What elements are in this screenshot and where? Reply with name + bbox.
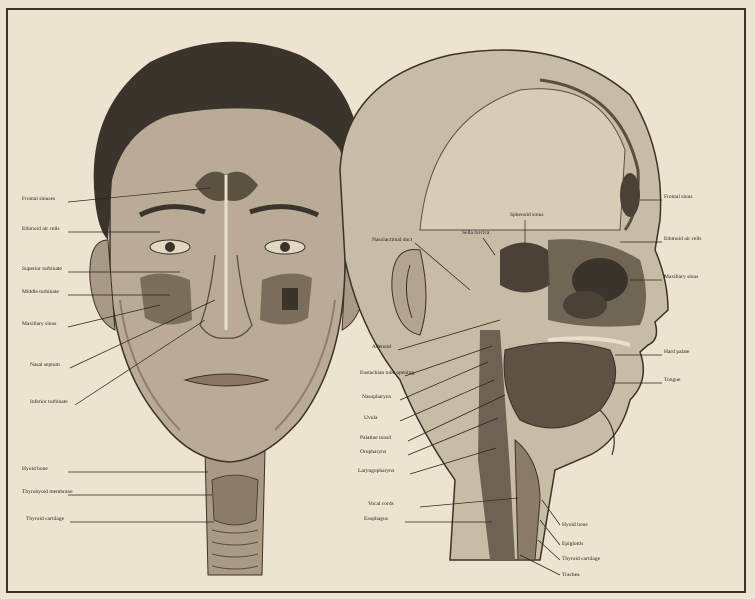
sagittal-head <box>340 50 668 560</box>
label-maxillary-sinus-side: Maxillary sinus <box>664 274 698 280</box>
label-thyroid-cartilage-side: Thyroid cartilage <box>562 556 600 562</box>
label-oropharynx: Oropharynx <box>360 449 387 455</box>
label-thyrohyoid-membrane: Thyrohyoid membrane <box>22 489 73 495</box>
label-hard-palate: Hard palate <box>664 349 690 355</box>
label-ethmoid-air-cells-side: Ethmoid air cells <box>664 236 702 242</box>
label-nasopharynx: Nasopharynx <box>362 394 391 400</box>
label-hyoid-bone-side: Hyoid bone <box>562 522 588 528</box>
label-frontal-sinuses: Frontal sinuses <box>22 196 55 202</box>
label-sella-turcica: Sella turcica <box>462 230 489 236</box>
label-nasal-septum: Nasal septum <box>30 362 60 368</box>
label-maxillary-sinus: Maxillary sinus <box>22 321 56 327</box>
label-inferior-turbinate: Inferior turbinate <box>30 399 68 405</box>
label-sphenoid-sinus: Sphenoid sinus <box>510 212 543 218</box>
label-tongue: Tongue <box>664 377 680 383</box>
label-thyroid-cartilage-front: Thyroid cartilage <box>26 516 64 522</box>
label-palatine-tonsil: Palatine tonsil <box>360 435 391 441</box>
label-hyoid-bone-front: Hyoid bone <box>22 466 48 472</box>
label-nasolacrimal-duct: Nasolacrimal duct <box>372 237 412 243</box>
label-trachea: Trachea <box>562 572 580 578</box>
label-uvula: Uvula <box>364 415 377 421</box>
label-esophagus: Esophagus <box>364 516 388 522</box>
label-frontal-sinus-side: Frontal sinus <box>664 194 693 200</box>
label-laryngopharynx: Laryngopharynx <box>358 468 395 474</box>
label-ethmoid-air-cells: Ethmoid air cells <box>22 226 60 232</box>
label-vocal-cords: Vocal cords <box>368 501 394 507</box>
label-superior-turbinate: Superior turbinate <box>22 266 62 272</box>
label-middle-turbinate: Middle turbinate <box>22 289 59 295</box>
label-epiglottis: Epiglottis <box>562 541 583 547</box>
label-eustachian-tube-opening: Eustachian tube opening <box>360 370 414 376</box>
label-adenoid: Adenoid <box>372 344 391 350</box>
